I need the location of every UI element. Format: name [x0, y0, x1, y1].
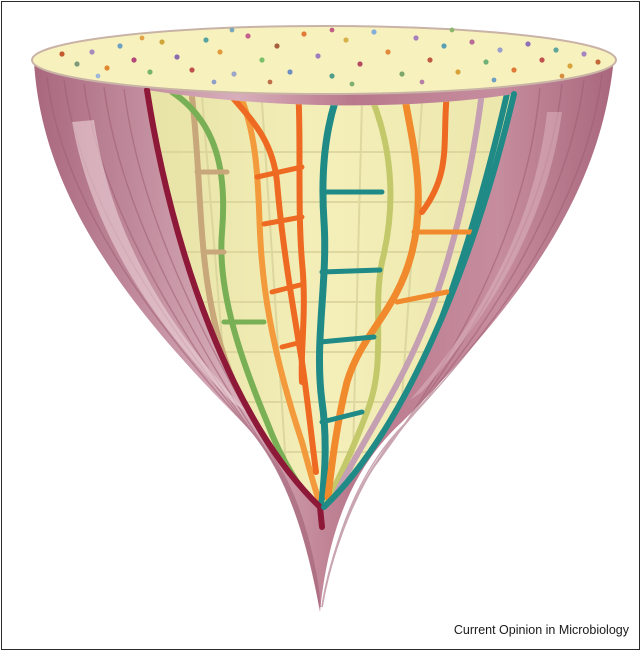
top-surface — [32, 26, 616, 94]
source-caption: Current Opinion in Microbiology — [454, 623, 629, 637]
